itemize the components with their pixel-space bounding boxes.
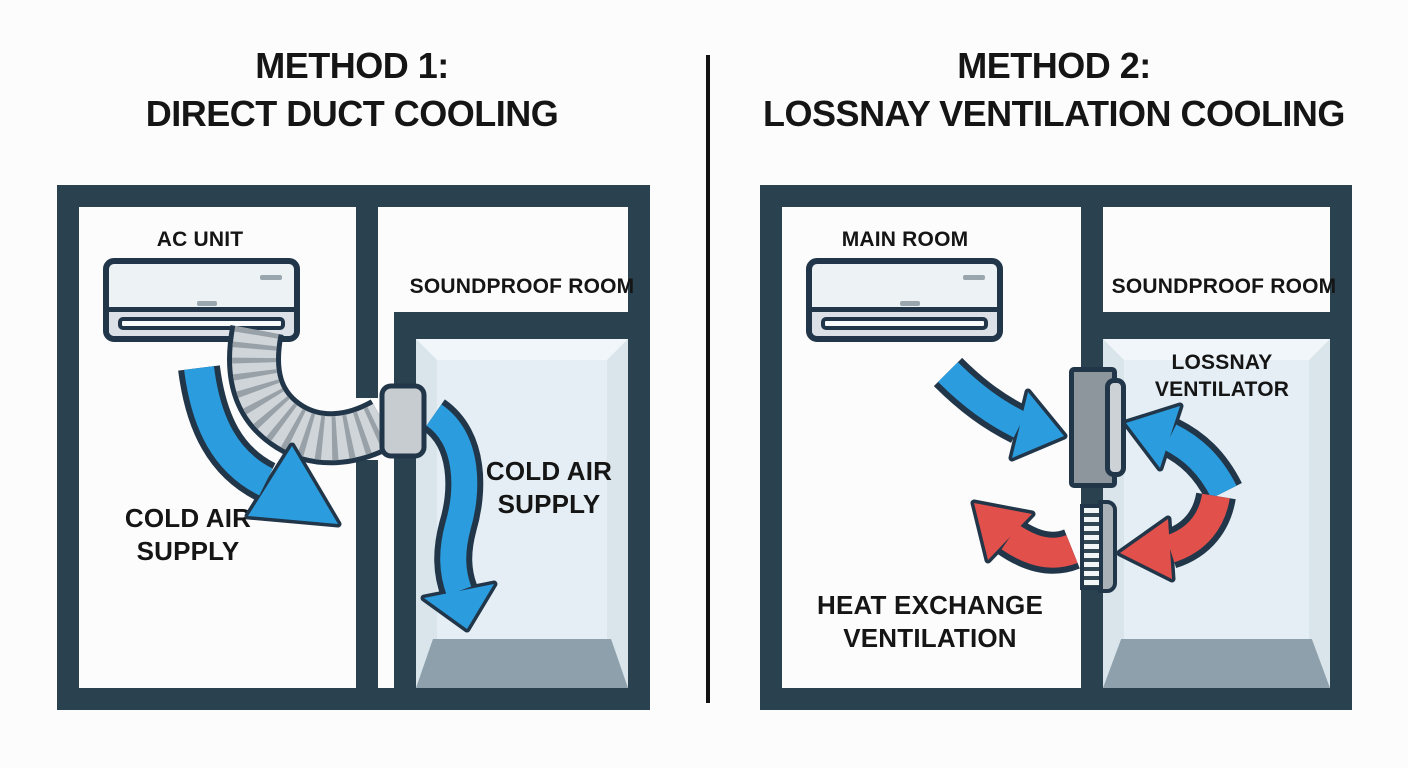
left-panel-title: METHOD 1: DIRECT DUCT COOLING bbox=[57, 42, 647, 138]
left-soundproof-room-label: SOUNDPROOF ROOM bbox=[409, 275, 635, 298]
left-room-outline bbox=[57, 185, 650, 710]
ac-indicator-light bbox=[260, 275, 282, 280]
left-soundproof-wall-top bbox=[394, 312, 628, 339]
ac-air-outlet bbox=[118, 317, 285, 330]
vent-grille bbox=[1080, 504, 1103, 590]
ac-vent-section bbox=[812, 307, 997, 336]
left-soundproof-floor bbox=[416, 639, 628, 688]
right-room-outline bbox=[760, 185, 1352, 710]
main-room-label: MAIN ROOM bbox=[841, 228, 969, 251]
cold-air-supply-label-main: COLD AIR SUPPLY bbox=[124, 503, 252, 566]
ac-indicator-light bbox=[963, 275, 985, 280]
ac-unit-label: AC UNIT bbox=[156, 228, 244, 251]
right-title-line1: METHOD 2: bbox=[957, 45, 1151, 86]
right-title-line2: LOSSNAY VENTILATION COOLING bbox=[763, 93, 1345, 134]
left-partition-wall-lower bbox=[356, 460, 378, 688]
ac-display bbox=[900, 301, 920, 306]
left-title-line1: METHOD 1: bbox=[255, 45, 449, 86]
right-panel-title: METHOD 2: LOSSNAY VENTILATION COOLING bbox=[754, 42, 1354, 138]
left-soundproof-wall-left bbox=[394, 312, 416, 688]
ac-air-outlet bbox=[821, 317, 988, 330]
lossnay-ventilator-label: LOSSNAY VENTILATOR bbox=[1154, 351, 1290, 401]
ac-unit bbox=[103, 258, 300, 342]
main-room-ac-unit bbox=[806, 258, 1003, 342]
ac-display bbox=[197, 301, 217, 306]
heat-exchange-ventilation-label: HEAT EXCHANGE VENTILATION bbox=[816, 590, 1044, 653]
left-title-line2: DIRECT DUCT COOLING bbox=[145, 93, 559, 134]
right-soundproof-wall-top bbox=[1081, 312, 1352, 339]
cold-air-supply-label-room: COLD AIR SUPPLY bbox=[485, 456, 613, 519]
lossnay-ventilator-cover bbox=[1105, 378, 1126, 477]
panel-divider bbox=[706, 55, 710, 703]
ac-vent-section bbox=[109, 307, 294, 336]
right-soundproof-room-label: SOUNDPROOF ROOM bbox=[1111, 275, 1337, 298]
right-soundproof-floor bbox=[1103, 639, 1330, 688]
left-partition-wall-upper bbox=[356, 207, 378, 398]
